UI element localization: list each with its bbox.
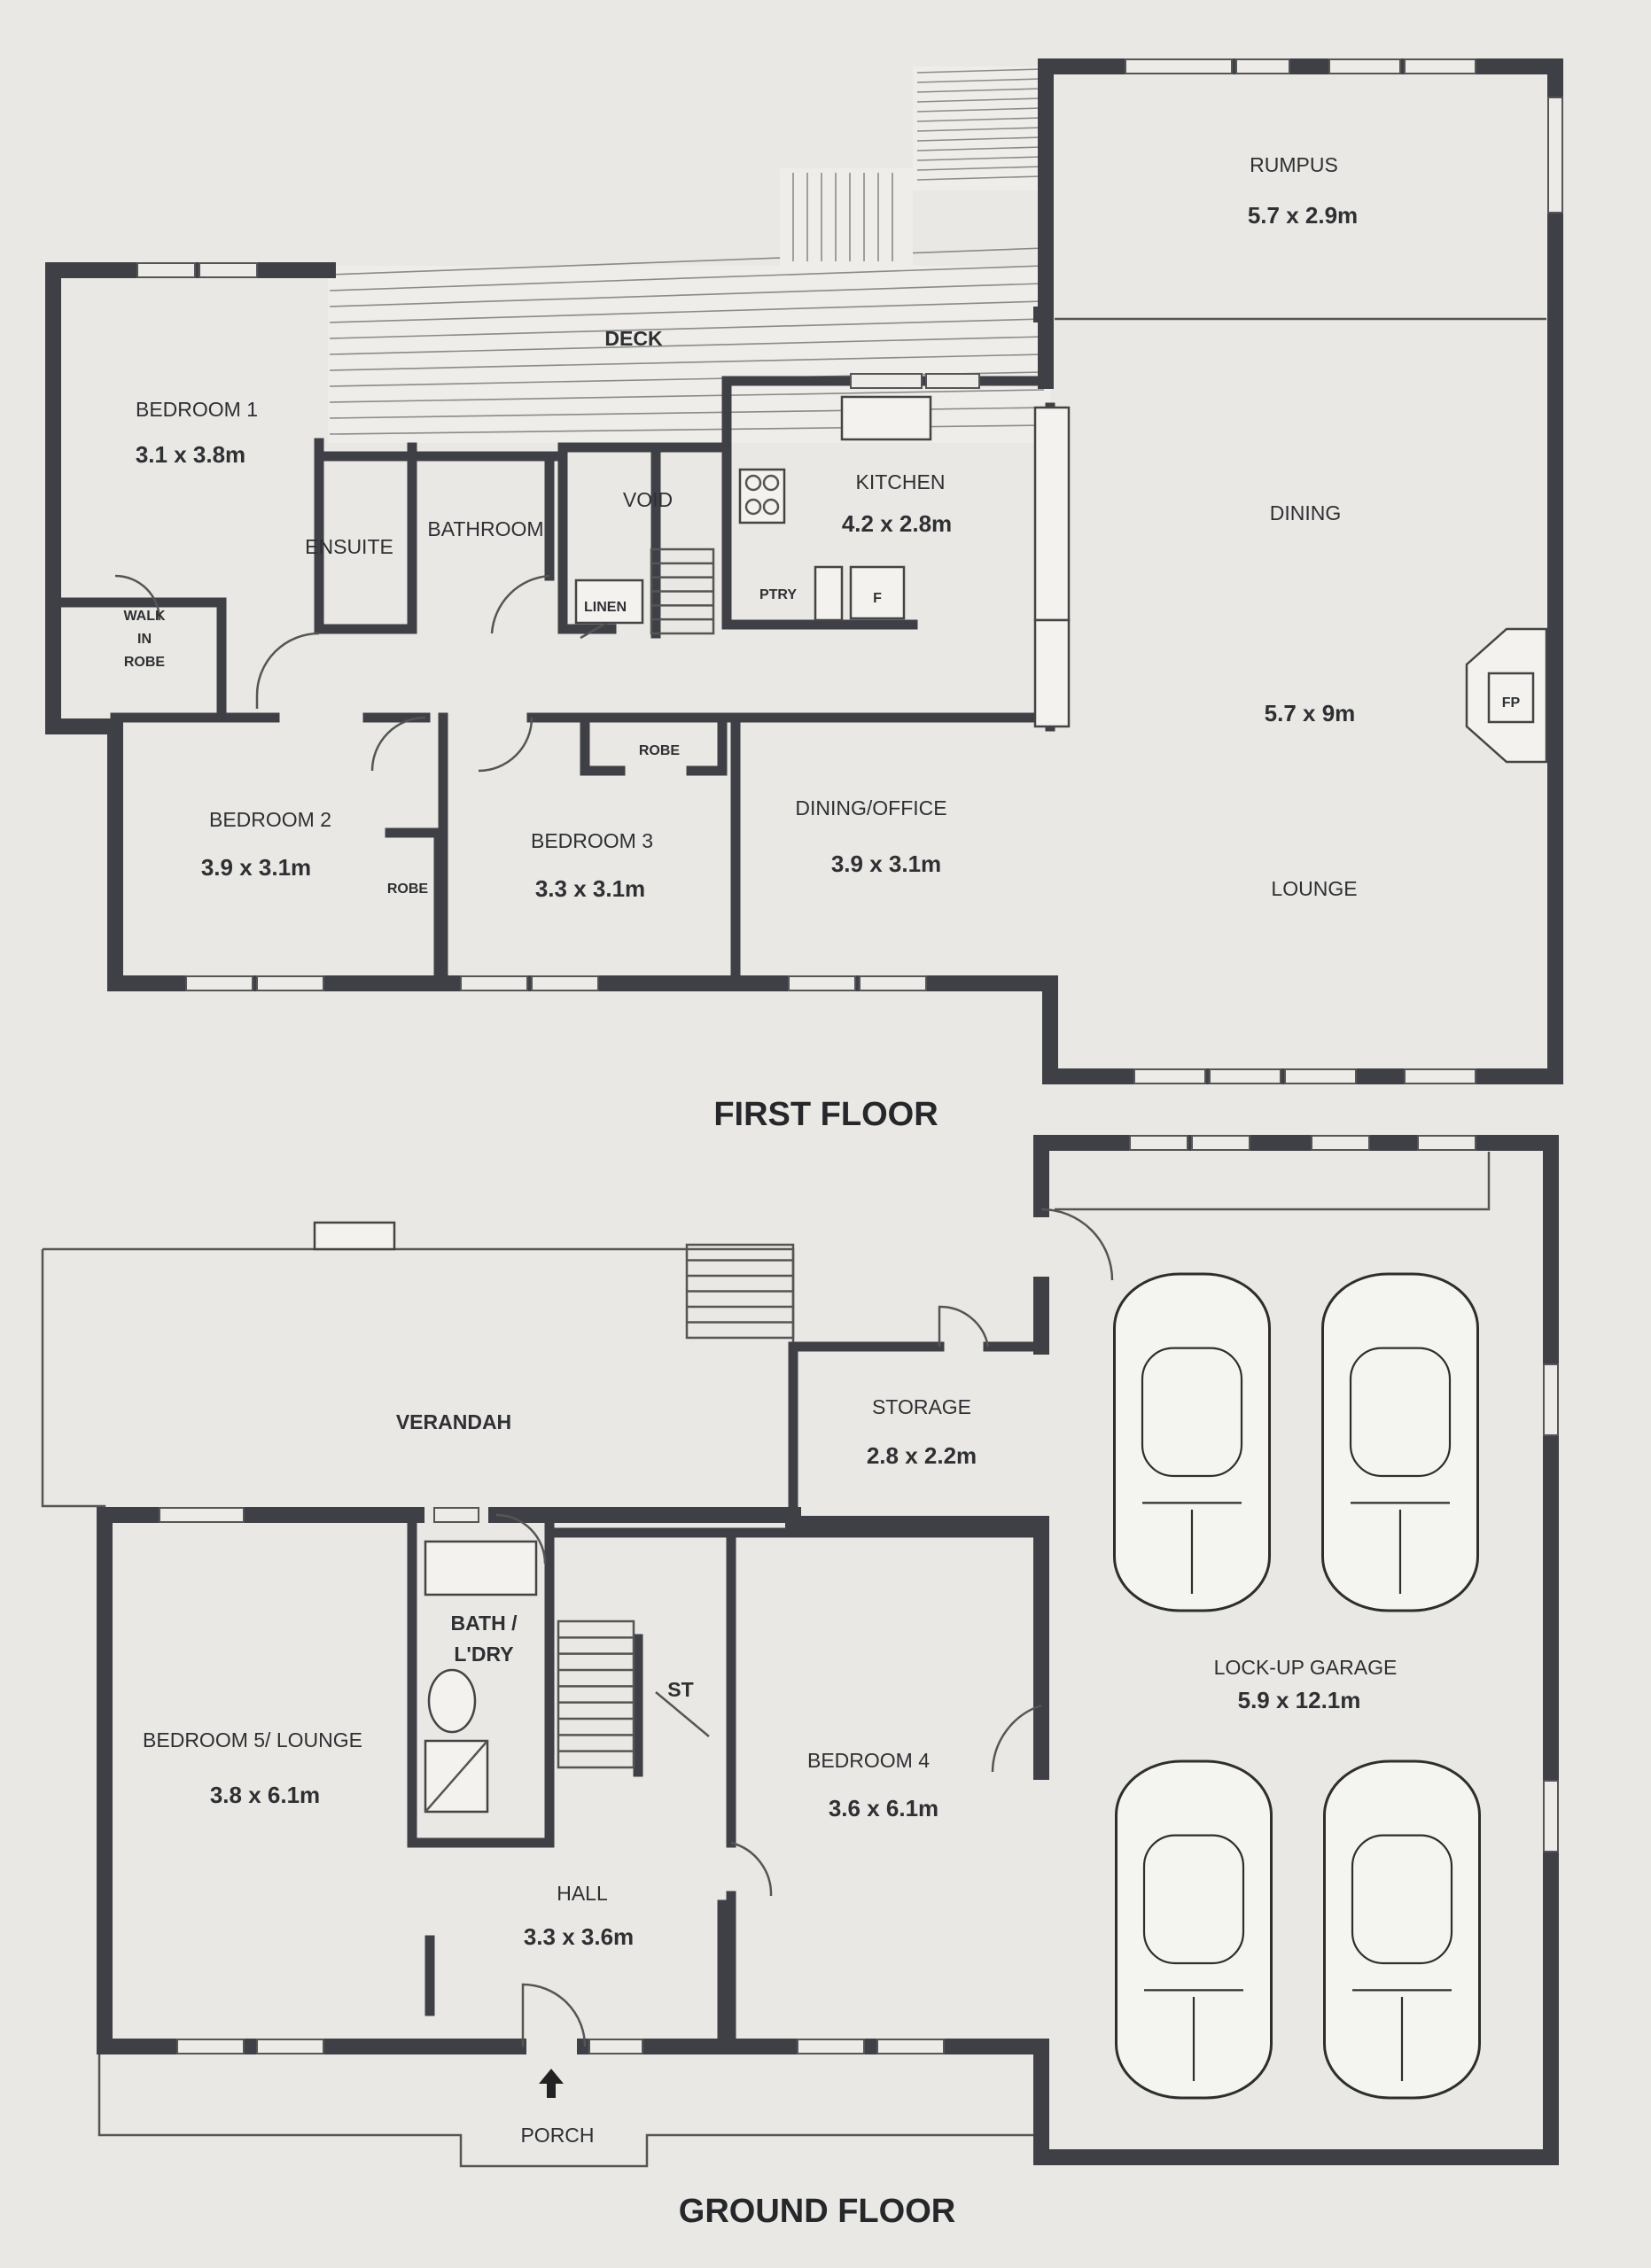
first-floor-windows (136, 58, 1563, 1084)
kitchen-dims: 4.2 x 2.8m (842, 510, 952, 537)
hall-label: HALL (557, 1882, 608, 1905)
bedroom3-robe-label: ROBE (639, 743, 681, 758)
hall-stairs (557, 1619, 635, 1769)
bath-laundry-label-2: L'DRY (454, 1643, 513, 1666)
ground-floor-internal-walls (407, 1510, 1047, 2052)
ground-floor-doors (495, 1208, 1114, 2047)
first-floor-plan: RUMPUS 5.7 x 2.9m DECK BEDROOM 1 3.1 x 3… (45, 58, 1563, 1133)
storage-dims: 2.8 x 2.2m (867, 1442, 977, 1469)
porch-outline (97, 2051, 1037, 2168)
entry-arrow-icon (539, 2069, 564, 2098)
fridge-label: F (873, 591, 882, 606)
ensuite-label: ENSUITE (305, 535, 393, 558)
lounge-label: LOUNGE (1271, 877, 1357, 900)
garage-cars (1113, 1272, 1481, 2100)
bedroom4-dims: 3.6 x 6.1m (829, 1795, 938, 1821)
bath-laundry-label-1: BATH / (451, 1612, 518, 1635)
bedroom2-robe-wall (385, 827, 444, 980)
ground-floor-title: GROUND FLOOR (679, 2193, 955, 2230)
dining-office-label: DINING/OFFICE (795, 796, 946, 819)
walk-in-robe-label-1: WALK (123, 609, 166, 624)
bedroom1-dims: 3.1 x 3.8m (136, 441, 245, 468)
ground-floor-windows (159, 1135, 1559, 2054)
deck-boards (329, 247, 1045, 435)
verandah-stairs (685, 1243, 795, 1340)
deck-steps (792, 173, 893, 261)
hall-dims: 3.3 x 3.6m (524, 1923, 634, 1950)
bedroom5-dims: 3.8 x 6.1m (210, 1782, 320, 1808)
bedroom5-label: BEDROOM 5/ LOUNGE (143, 1728, 362, 1751)
deck-label: DECK (604, 327, 663, 350)
dining-office-dims: 3.9 x 3.1m (831, 850, 941, 877)
first-floor-labels: RUMPUS 5.7 x 2.9m DECK BEDROOM 1 3.1 x 3… (123, 153, 1520, 902)
ground-floor-plan: VERANDAH STORAGE 2.8 x 2.2m LOCK-UP GARA… (41, 1135, 1559, 2230)
car-icon (1323, 1759, 1481, 2100)
car-icon (1113, 1272, 1271, 1612)
walk-in-robe-label-3: ROBE (124, 655, 166, 670)
bedroom1-label: BEDROOM 1 (136, 398, 258, 421)
linen-cupboard (574, 579, 644, 625)
bedroom4-label: BEDROOM 4 (807, 1749, 930, 1772)
bathroom-fixtures (424, 1540, 538, 1814)
porch-label: PORCH (520, 2124, 594, 2147)
kitchen-fixtures (574, 395, 932, 625)
deck-area (328, 66, 1050, 443)
kitchen-bench (1033, 406, 1071, 622)
ground-floor-outer-wall (97, 1507, 1049, 2054)
ground-floor-labels: VERANDAH STORAGE 2.8 x 2.2m LOCK-UP GARA… (143, 1395, 1397, 2147)
kitchen-label: KITCHEN (856, 470, 946, 493)
rumpus-dims: 5.7 x 2.9m (1248, 202, 1358, 229)
first-floor-doors (114, 574, 612, 773)
bedroom2-dims: 3.9 x 3.1m (201, 854, 311, 881)
void-label: VOID (623, 488, 673, 511)
garage-dims: 5.9 x 12.1m (1238, 1687, 1361, 1713)
bathroom-label: BATHROOM (427, 517, 543, 540)
bedroom2-label: BEDROOM 2 (209, 808, 331, 831)
deck-upper-boards (916, 68, 1042, 181)
fireplace-label: FP (1502, 695, 1521, 711)
bedroom3-robe-wall (580, 717, 728, 776)
tub (424, 1540, 538, 1596)
bedroom2-robe-label: ROBE (387, 882, 429, 897)
walk-in-robe-label-2: IN (137, 632, 152, 647)
car-icon (1321, 1272, 1479, 1612)
sink (840, 395, 932, 441)
st-label: ST (667, 1678, 693, 1701)
wet-area-walls (314, 438, 723, 639)
garage-wall (1033, 1135, 1559, 2165)
bedroom3-label: BEDROOM 3 (531, 829, 653, 852)
toilet (427, 1668, 477, 1734)
first-floor-title: FIRST FLOOR (713, 1096, 938, 1133)
pantry-label: PTRY (759, 587, 797, 602)
linen-label: LINEN (584, 600, 627, 615)
verandah-label: VERANDAH (396, 1410, 511, 1433)
storage-label: STORAGE (872, 1395, 971, 1418)
rumpus-label: RUMPUS (1250, 153, 1338, 176)
dining-dims: 5.7 x 9m (1265, 700, 1356, 726)
verandah-step (313, 1221, 396, 1251)
bedroom-corridor-walls (48, 597, 1047, 980)
garage-label: LOCK-UP GARAGE (1214, 1656, 1398, 1679)
bedroom3-dims: 3.3 x 3.1m (535, 875, 645, 902)
dining-label: DINING (1270, 501, 1342, 524)
fridge (849, 565, 906, 620)
cooktop (738, 468, 786, 524)
internal-stairs (650, 548, 715, 635)
pantry-shelf (814, 565, 844, 622)
fireplace (1465, 627, 1548, 764)
servery (1033, 618, 1071, 728)
car-icon (1115, 1759, 1273, 2100)
garage-door-track (1055, 1152, 1491, 1211)
